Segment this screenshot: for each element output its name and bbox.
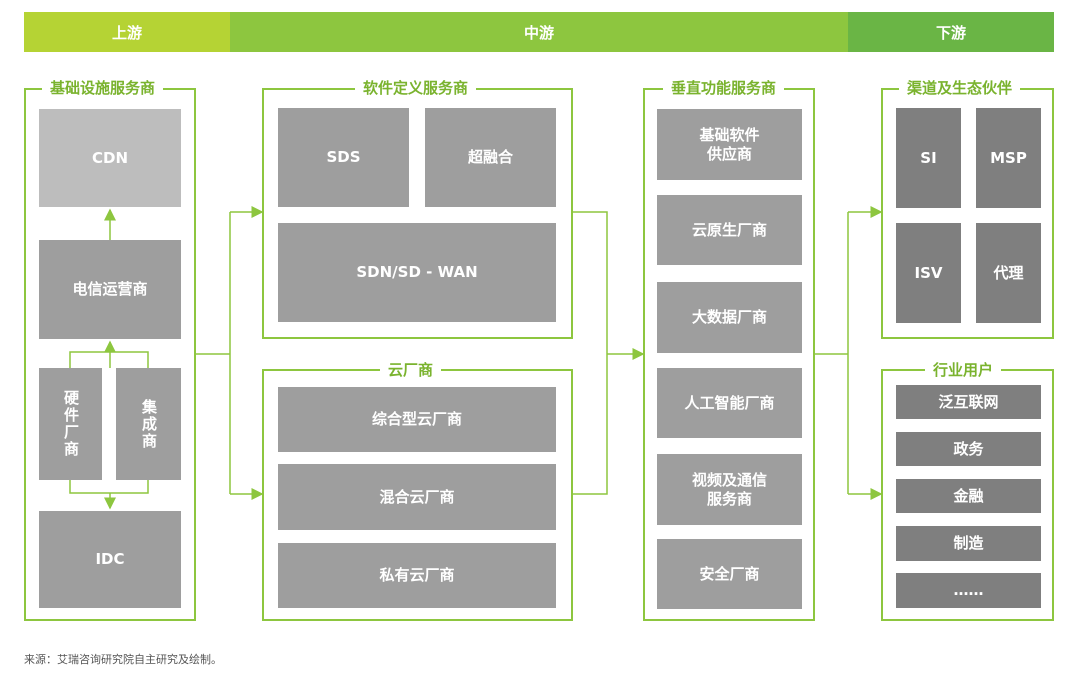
hardware-vendor-box: 硬件厂商 bbox=[39, 368, 102, 480]
industry-item: …… bbox=[896, 573, 1041, 608]
vertical-item-label: 视频及通信服务商 bbox=[691, 470, 767, 508]
sds-box: SDS bbox=[278, 108, 409, 207]
channel-title: 渠道及生态伙伴 bbox=[899, 78, 1021, 98]
telecom-box: 电信运营商 bbox=[39, 240, 181, 339]
agent-box: 代理 bbox=[976, 223, 1041, 323]
industry-item: 泛互联网 bbox=[896, 385, 1041, 419]
msp-box: MSP bbox=[976, 108, 1041, 208]
cdn-box: CDN bbox=[39, 109, 181, 207]
vertical-item: 大数据厂商 bbox=[657, 282, 802, 353]
isv-box: ISV bbox=[896, 223, 961, 323]
cloud-item: 混合云厂商 bbox=[278, 464, 556, 530]
upstream-header: 上游 bbox=[24, 12, 230, 52]
source-note: 来源：艾瑞咨询研究院自主研究及绘制。 bbox=[24, 653, 222, 666]
vertical-item: 人工智能厂商 bbox=[657, 368, 802, 438]
cloud-title: 云厂商 bbox=[380, 360, 442, 380]
cloud-item: 综合型云厂商 bbox=[278, 387, 556, 452]
integrator-label: 集成商 bbox=[140, 398, 158, 450]
sdn-box: SDN/SD - WAN bbox=[278, 223, 556, 322]
midstream-header: 中游 bbox=[230, 12, 848, 52]
vertical-item: 视频及通信服务商 bbox=[657, 454, 802, 525]
software-title: 软件定义服务商 bbox=[355, 78, 477, 98]
idc-box: IDC bbox=[39, 511, 181, 608]
hardware-vendor-label: 硬件厂商 bbox=[62, 390, 80, 458]
industry-item: 金融 bbox=[896, 479, 1041, 513]
downstream-header: 下游 bbox=[848, 12, 1054, 52]
cloud-item: 私有云厂商 bbox=[278, 543, 556, 608]
industry-item: 制造 bbox=[896, 526, 1041, 561]
infra-title: 基础设施服务商 bbox=[42, 78, 164, 98]
vertical-item: 安全厂商 bbox=[657, 539, 802, 609]
vertical-item: 云原生厂商 bbox=[657, 195, 802, 265]
hci-box: 超融合 bbox=[425, 108, 556, 207]
industry-item: 政务 bbox=[896, 432, 1041, 466]
vertical-item: 基础软件供应商 bbox=[657, 109, 802, 180]
vertical-item-label: 基础软件供应商 bbox=[699, 125, 760, 163]
integrator-box: 集成商 bbox=[116, 368, 181, 480]
si-box: SI bbox=[896, 108, 961, 208]
industry-title: 行业用户 bbox=[925, 360, 1002, 380]
vertical-title: 垂直功能服务商 bbox=[663, 78, 785, 98]
